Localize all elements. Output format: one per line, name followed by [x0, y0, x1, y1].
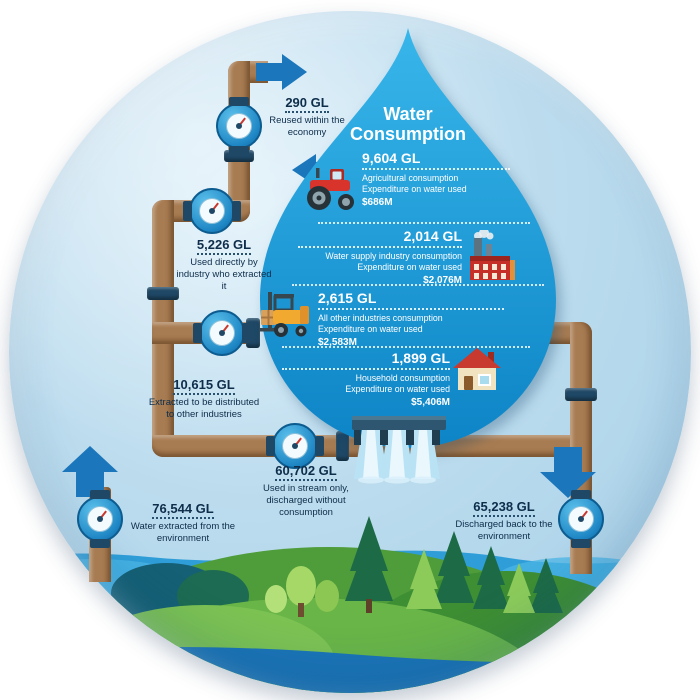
entry-expenditure: $686M — [362, 196, 393, 208]
flow-value: 290 GL — [285, 95, 329, 113]
entry-value: 2,014 GL — [298, 228, 462, 248]
water-meter-icon — [77, 496, 123, 542]
entry-line: Agricultural consumption — [362, 173, 459, 183]
entry-line: Expenditure on water used — [357, 262, 462, 273]
flow-value: 65,238 GL — [473, 499, 535, 517]
meter-hub — [578, 516, 584, 522]
entry-value: 9,604 GL — [362, 150, 510, 170]
meter-hub — [97, 516, 103, 522]
flow-value: 76,544 GL — [152, 501, 214, 519]
flow-label-reused: 290 GL Reused within the economy — [262, 94, 352, 139]
flow-description: Used directly by industry who extracted … — [176, 257, 272, 292]
pipe-bottom-run — [152, 435, 592, 457]
entry-line: Expenditure on water used — [345, 384, 450, 395]
entry-expenditure: $5,406M — [411, 396, 450, 408]
water-meter-icon — [199, 310, 245, 356]
meter-face — [209, 320, 235, 346]
flow-description: Discharged back to the environment — [455, 519, 553, 542]
water-meter-icon — [558, 496, 604, 542]
flow-description: Reused within the economy — [269, 115, 345, 138]
meter-hub — [209, 208, 215, 214]
water-meter-icon — [189, 188, 235, 234]
landscape — [9, 516, 691, 693]
entry-line: Household consumption — [355, 373, 450, 383]
drop-entry-water-supply: 2,014 GL Water supply industry consumpti… — [298, 228, 462, 286]
flow-description: Extracted to be distributed to other ind… — [148, 397, 260, 420]
pipe-coupling — [147, 287, 179, 300]
flow-value: 60,702 GL — [275, 463, 337, 481]
drop-entry-household: 1,899 GL Household consumption Expenditu… — [282, 350, 450, 408]
entry-line: All other industries consumption — [318, 313, 443, 323]
drop-entry-other-industries: 2,615 GL All other industries consumptio… — [318, 290, 504, 348]
flow-description: Water extracted from the environment — [130, 521, 236, 544]
flow-label-distributed: 10,615 GL Extracted to be distributed to… — [148, 376, 260, 421]
flow-description: Used in stream only, discharged without … — [263, 483, 349, 518]
house-icon — [452, 346, 502, 392]
entry-value: 1,899 GL — [282, 350, 450, 370]
flow-label-discharged: 65,238 GL Discharged back to the environ… — [452, 498, 556, 543]
entry-line: Expenditure on water used — [362, 184, 467, 195]
entry-value: 2,615 GL — [318, 290, 504, 310]
deep-water — [9, 646, 691, 693]
pipe-coupling — [336, 431, 349, 461]
pipe-coupling — [565, 388, 597, 401]
meter-face — [282, 433, 308, 459]
meter-hub — [236, 123, 242, 129]
meter-face — [226, 113, 252, 139]
factory-icon — [468, 228, 516, 282]
water-meter-icon — [216, 103, 262, 149]
meter-hub — [219, 330, 225, 336]
entry-line: Expenditure on water used — [318, 324, 423, 335]
meter-face — [199, 198, 225, 224]
dotted-separator — [292, 284, 544, 286]
flow-value: 10,615 GL — [173, 377, 235, 395]
meter-face — [568, 506, 594, 532]
flow-label-direct-use: 5,226 GL Used directly by industry who e… — [176, 236, 272, 293]
flow-label-instream: 60,702 GL Used in stream only, discharge… — [248, 462, 364, 519]
trees — [265, 516, 563, 617]
drop-title: Water Consumption — [350, 104, 466, 145]
dotted-separator — [318, 222, 530, 224]
flow-value: 5,226 GL — [196, 237, 252, 255]
forklift-icon — [260, 290, 312, 340]
meter-hub — [292, 443, 298, 449]
entry-line: Water supply industry consumption — [325, 251, 462, 261]
drop-entry-agriculture: 9,604 GL Agricultural consumption Expend… — [362, 150, 510, 208]
tractor-icon — [306, 166, 358, 212]
flow-label-extracted: 76,544 GL Water extracted from the envir… — [124, 500, 242, 545]
meter-face — [87, 506, 113, 532]
